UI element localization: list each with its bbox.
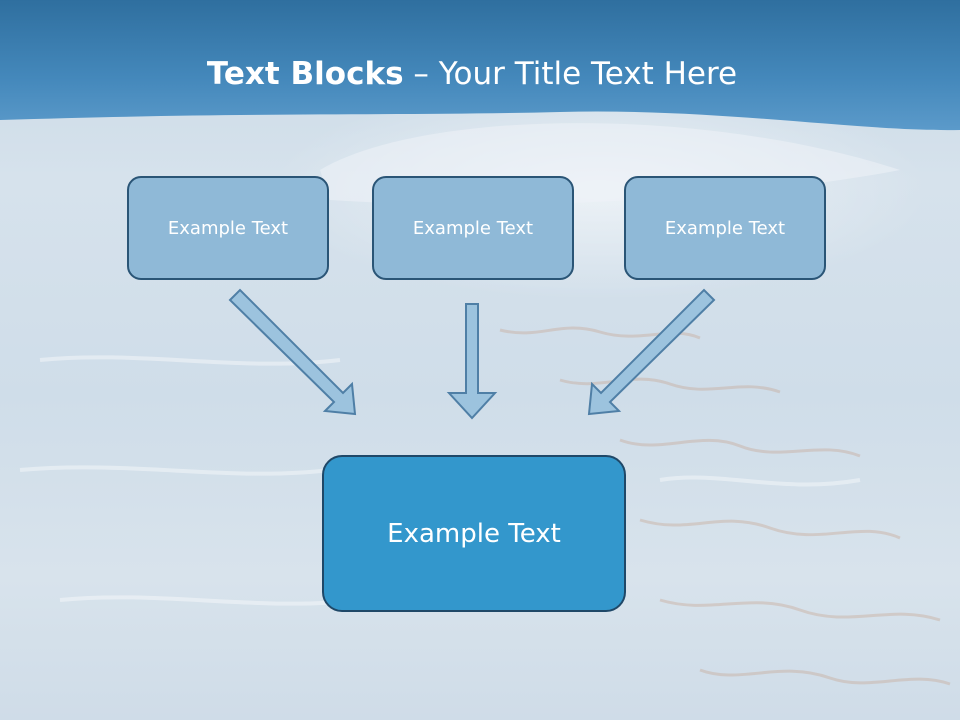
source-box-1-label: Example Text: [167, 217, 289, 239]
arrow-center-down: [446, 303, 498, 420]
arrow-right-diagonal: [587, 288, 716, 416]
header-band: [0, 0, 960, 131]
title-rest: – Your Title Text Here: [403, 56, 738, 92]
source-box-2: Example Text: [372, 176, 574, 280]
target-box: Example Text: [322, 455, 626, 612]
source-box-1: Example Text: [127, 176, 329, 280]
source-box-2-label: Example Text: [412, 217, 534, 239]
arrow-left-diagonal: [228, 288, 357, 416]
target-box-label: Example Text: [387, 518, 561, 549]
slide-title: Text Blocks – Your Title Text Here: [0, 52, 944, 96]
source-box-3: Example Text: [624, 176, 826, 280]
title-bold: Text Blocks: [206, 56, 404, 92]
source-box-3-label: Example Text: [664, 217, 786, 239]
